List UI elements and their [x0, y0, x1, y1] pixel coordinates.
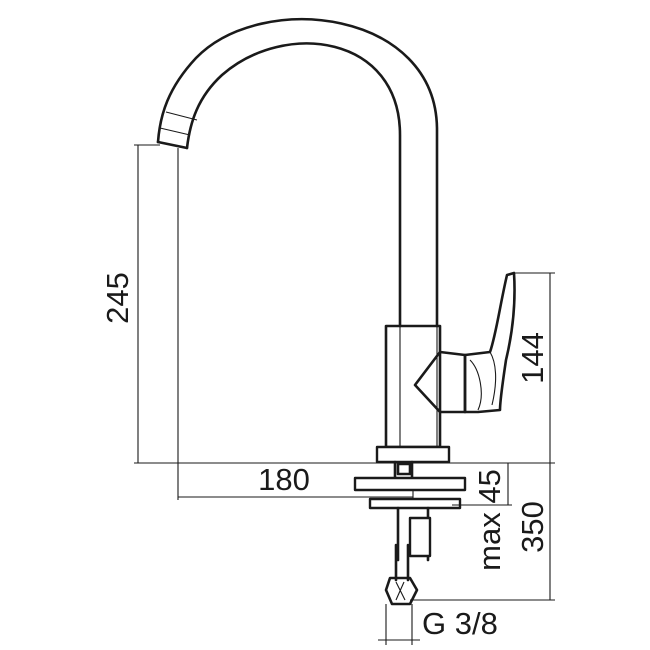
shank-nut — [408, 516, 432, 558]
faucet-body — [384, 324, 467, 449]
spout-aerator-band — [159, 111, 198, 136]
dim-max-thickness-lines — [452, 463, 512, 506]
connection-thread-label: G 3/8 — [422, 606, 498, 641]
lever-handle-detail — [469, 351, 497, 411]
spout-reach-label: 180 — [258, 462, 310, 497]
body-inner-line — [399, 326, 438, 447]
mounting-hardware — [353, 445, 467, 606]
dim-thread-lines — [378, 604, 420, 645]
spout-inner-contour — [185, 42, 402, 328]
dim-hose-length-lines — [410, 463, 555, 601]
cartridge-housing — [413, 350, 467, 414]
lower-washer — [368, 497, 462, 510]
supply-hose — [394, 543, 410, 582]
dimension-lines — [134, 144, 555, 645]
stud-nut — [396, 462, 412, 476]
spout-height-label: 245 — [100, 272, 135, 324]
spout-outer-contour — [156, 18, 439, 328]
dim-spout-height-lines — [134, 144, 555, 464]
lever-handle-outline — [463, 271, 516, 414]
handle-height-label: 144 — [515, 332, 550, 384]
hose-connector — [384, 576, 419, 606]
max-thickness-label: max 45 — [472, 469, 507, 571]
base-flange — [375, 445, 451, 464]
hose-length-label: 350 — [515, 501, 550, 553]
mounting-stud — [393, 460, 414, 480]
hose-connector-detail — [395, 581, 406, 601]
faucet-spout — [156, 18, 439, 328]
upper-washer — [353, 476, 467, 492]
body-outline — [384, 324, 442, 449]
dim-handle-height-lines — [515, 272, 555, 463]
lever-handle — [463, 271, 516, 414]
dim-reach-lines — [177, 148, 414, 500]
spout-tip — [156, 140, 189, 150]
